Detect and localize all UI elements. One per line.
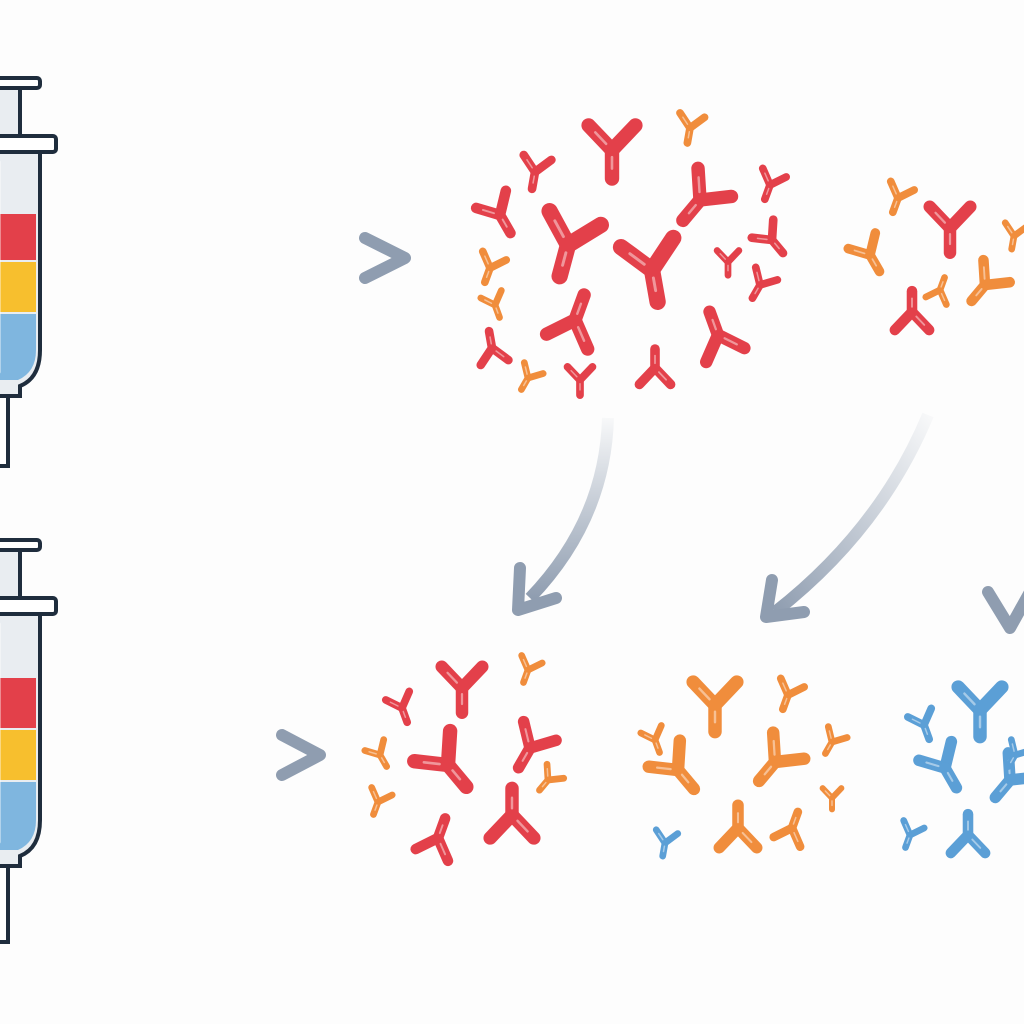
cluster-bottom-orange-antibody-orange-4 [821, 723, 851, 757]
cluster-bottom-blue [900, 680, 1024, 859]
cluster-top-mixed-antibody-red-2 [519, 150, 556, 194]
cluster-top-mixed-antibody-orange-16 [478, 247, 511, 287]
cluster-bottom-orange-antibody-orange-2 [776, 674, 809, 714]
cluster-bottom-red-antibody-red-7 [410, 813, 454, 867]
cluster-bottom-red-antibody-orange-2 [518, 652, 546, 686]
cluster-top-right-antibody-orange-4 [966, 254, 1016, 307]
syringe-bottom-band-yellow [0, 730, 36, 780]
cluster-bottom-blue-antibody-blue-3 [913, 735, 963, 794]
cluster-bottom-blue-antibody-blue-4 [989, 747, 1024, 804]
arrow-bottom-horizontal [95, 729, 326, 781]
cluster-top-mixed-antibody-red-14 [476, 326, 513, 370]
cluster-top-mixed-antibody-red-6 [676, 161, 739, 228]
cluster-top-mixed-antibody-orange-17 [477, 287, 505, 321]
syringe-top-band-red [0, 214, 36, 260]
cluster-top-mixed-antibody-red-3 [470, 185, 516, 239]
cluster-bottom-red-antibody-red-4 [407, 723, 474, 795]
cluster-top-mixed-antibody-red-15 [563, 363, 597, 400]
cluster-top-mixed-antibody-red-8 [747, 215, 788, 258]
cluster-bottom-orange-antibody-blue-10 [652, 826, 682, 860]
cluster-top-right [843, 177, 1024, 336]
arrow-curved-left [512, 417, 614, 616]
cluster-bottom-red-antibody-red-5 [512, 715, 562, 774]
cluster-top-right-antibody-orange-6 [1001, 219, 1024, 253]
cluster-bottom-blue-antibody-blue-6 [900, 817, 928, 851]
syringe-top-flange [0, 134, 58, 154]
syringe-bottom-needle [0, 864, 10, 944]
cluster-bottom-blue-antibody-blue-7 [1004, 736, 1024, 770]
syringe-top-band-blue [0, 314, 36, 380]
syringe-top-plunger-rod [0, 86, 22, 140]
cluster-top-mixed-antibody-red-11 [699, 305, 751, 369]
cluster-top-mixed-antibody-red-4 [541, 203, 609, 285]
cluster-bottom-orange-antibody-orange-7 [819, 785, 845, 813]
syringe-bottom [0, 538, 58, 944]
cluster-top-mixed-antibody-orange-18 [517, 359, 547, 393]
syringe-top [0, 76, 58, 468]
cluster-top-right-antibody-red-1 [923, 200, 977, 259]
cluster-bottom-blue-antibody-blue-2 [903, 704, 936, 744]
cluster-bottom-orange-antibody-orange-6 [752, 726, 811, 788]
syringe-top-needle [0, 394, 10, 468]
cluster-bottom-orange-antibody-orange-9 [769, 807, 805, 851]
cluster-bottom-orange-antibody-orange-8 [713, 799, 763, 854]
cluster-top-mixed-antibody-orange-19 [676, 109, 709, 147]
cluster-top-right-antibody-orange-3 [843, 228, 885, 277]
syringe-top-band-yellow [0, 262, 36, 312]
syringe-bottom-plunger-rod [0, 548, 22, 602]
syringe-bottom-band-red [0, 678, 36, 728]
cluster-bottom-blue-antibody-blue-5 [945, 808, 991, 859]
cluster-bottom-orange-antibody-orange-3 [637, 722, 665, 756]
cluster-bottom-red-antibody-red-3 [381, 687, 414, 727]
syringe-bottom-flange [0, 596, 58, 616]
cluster-top-mixed-antibody-red-7 [758, 164, 791, 204]
cluster-bottom-orange-antibody-orange-5 [642, 734, 701, 796]
cluster-bottom-red-antibody-orange-10 [536, 760, 568, 794]
cluster-top-mixed-antibody-red-13 [539, 288, 595, 356]
cluster-bottom-orange [637, 674, 851, 860]
cluster-bottom-red-antibody-red-6 [483, 781, 541, 845]
cluster-top-mixed-antibody-red-9 [713, 247, 743, 279]
cluster-top-mixed [470, 109, 791, 400]
cluster-top-right-antibody-orange-7 [922, 274, 950, 308]
cluster-top-mixed-antibody-red-1 [581, 118, 643, 186]
cluster-top-right-antibody-red-5 [889, 285, 935, 336]
cluster-bottom-red-antibody-orange-9 [368, 784, 396, 818]
cluster-top-mixed-antibody-red-10 [748, 263, 782, 303]
syringe-bottom-band-blue [0, 782, 36, 850]
cluster-bottom-blue-antibody-blue-1 [951, 680, 1009, 744]
arrow-curved-mid [760, 412, 934, 623]
arrow-straight-right [982, 420, 1024, 634]
cluster-top-mixed-antibody-red-5 [612, 229, 682, 310]
cluster-top-mixed-antibody-red-12 [634, 344, 676, 390]
cluster-top-right-antibody-orange-2 [886, 177, 919, 217]
cluster-bottom-red-antibody-orange-8 [361, 736, 391, 770]
arrow-top-horizontal [95, 232, 411, 284]
cluster-bottom-red-antibody-red-1 [435, 660, 489, 719]
cluster-bottom-red [361, 652, 568, 867]
cluster-bottom-orange-antibody-orange-1 [686, 675, 744, 739]
